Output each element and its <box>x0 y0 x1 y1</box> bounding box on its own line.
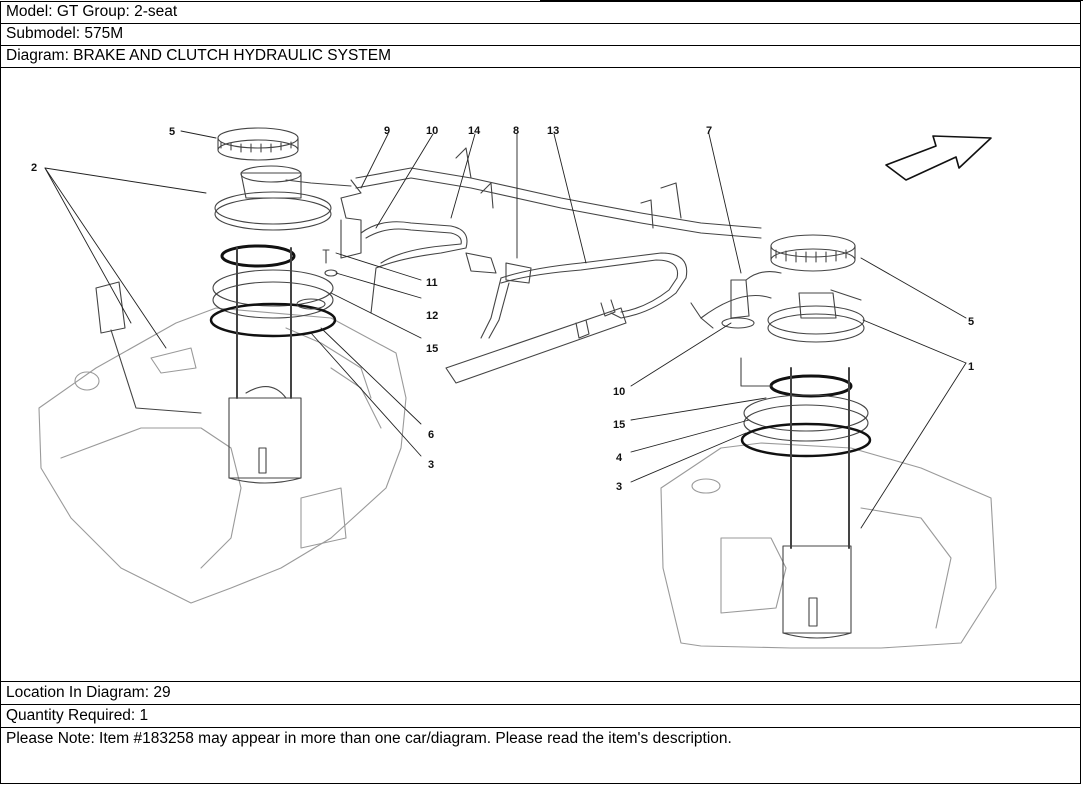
diagram-drawing: 5 2 9 10 14 8 13 7 11 12 15 6 3 5 1 10 1… <box>31 125 997 649</box>
callout-14: 14 <box>468 125 481 137</box>
callout-6: 6 <box>428 429 434 441</box>
callout-5-left: 5 <box>169 126 175 138</box>
callout-10-top: 10 <box>426 125 438 137</box>
submodel-row: Submodel: 575M <box>1 24 1080 46</box>
callout-13: 13 <box>547 125 559 137</box>
quantity-row: Quantity Required: 1 <box>1 705 1080 728</box>
callout-3-left: 3 <box>428 459 434 471</box>
exploded-parts-diagram: 5 2 9 10 14 8 13 7 11 12 15 6 3 5 1 10 1… <box>1 68 1080 682</box>
callout-leaders <box>44 130 967 529</box>
right-fuel-tank <box>660 442 997 649</box>
diagram-title-row: Diagram: BRAKE AND CLUTCH HYDRAULIC SYST… <box>1 46 1080 68</box>
location-row: Location In Diagram: 29 <box>1 682 1080 705</box>
callout-11: 11 <box>426 277 438 289</box>
callout-5-right: 5 <box>968 316 974 328</box>
fuel-lines <box>355 147 762 384</box>
callout-1: 1 <box>968 361 974 373</box>
top-border-line <box>540 0 1083 1</box>
callout-10-right: 10 <box>613 386 625 398</box>
left-level-sender <box>95 281 126 334</box>
left-pump-module <box>209 127 362 484</box>
left-fuel-tank <box>38 307 407 604</box>
direction-arrow <box>885 135 992 181</box>
callout-12: 12 <box>426 310 438 322</box>
callout-9: 9 <box>384 125 390 137</box>
callout-4: 4 <box>616 452 623 464</box>
callout-7: 7 <box>706 125 712 137</box>
model-row: Model: GT Group: 2-seat <box>1 2 1080 24</box>
right-pump-module <box>690 234 872 639</box>
callout-15-left: 15 <box>426 343 438 355</box>
callout-8: 8 <box>513 125 519 137</box>
callout-2: 2 <box>31 162 37 174</box>
callout-3-right: 3 <box>616 481 622 493</box>
callout-15-right: 15 <box>613 419 625 431</box>
note-row: Please Note: Item #183258 may appear in … <box>6 730 732 747</box>
